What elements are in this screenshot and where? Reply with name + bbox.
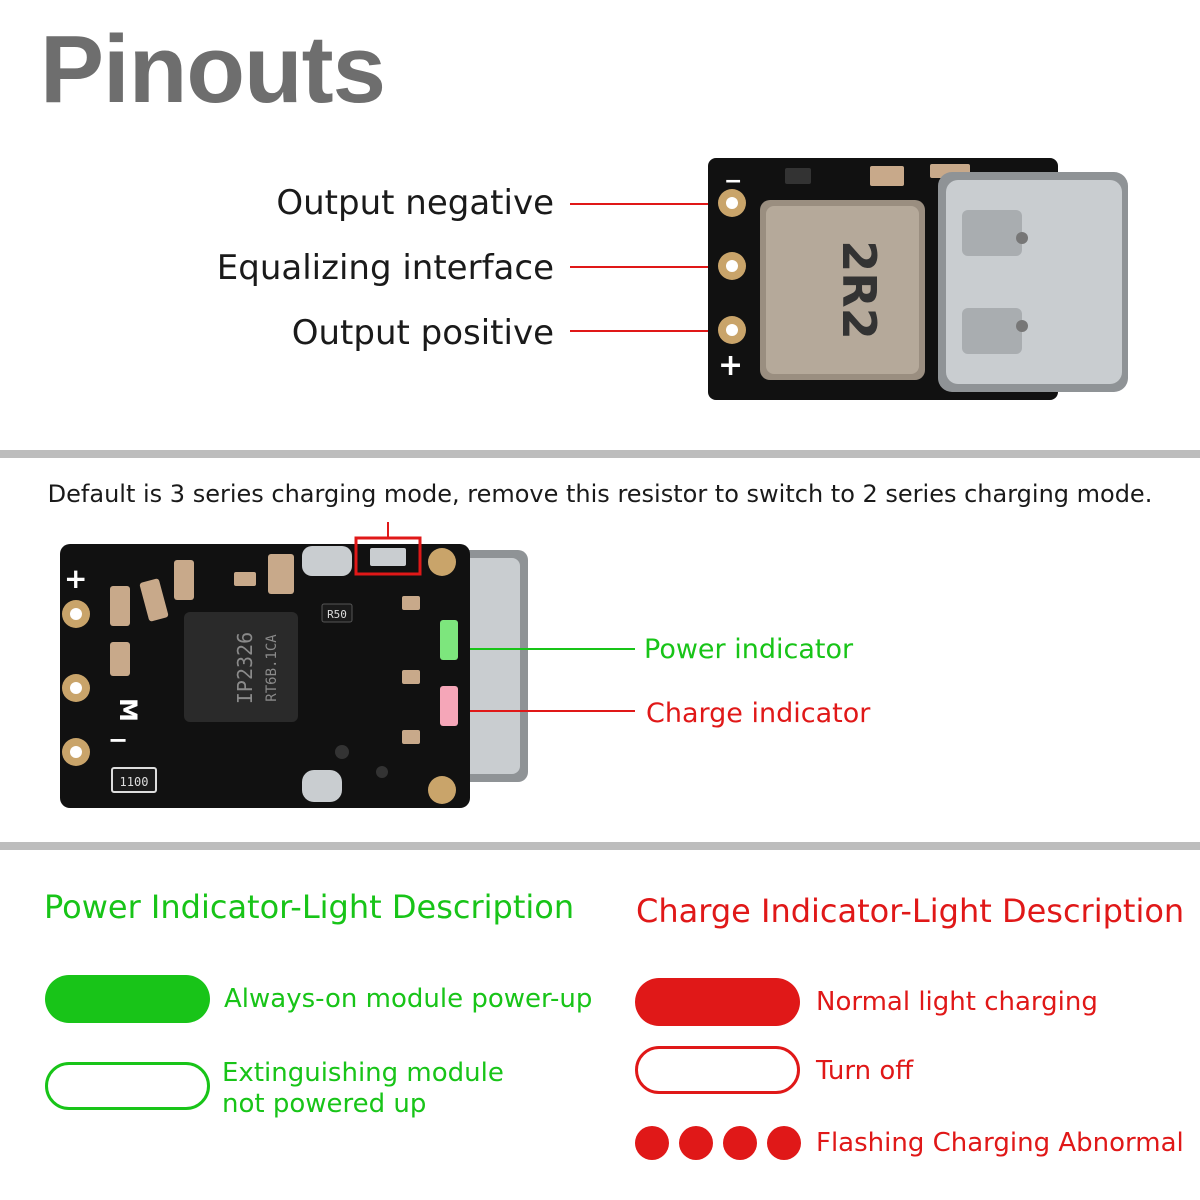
resistor-r50: R50 <box>327 608 347 621</box>
leader-line-output-negative <box>570 203 720 205</box>
chip-text-2: RT6B.1CA <box>264 634 280 702</box>
section-divider-2 <box>0 842 1200 850</box>
pin-label-output-positive: Output positive <box>291 313 554 353</box>
power-off-text-line2: not powered up <box>222 1089 427 1119</box>
power-always-on-text: Always-on module power-up <box>224 984 593 1014</box>
power-off-indicator <box>45 1062 210 1110</box>
charge-flashing-text: Flashing Charging Abnormal <box>816 1128 1184 1158</box>
pin-label-output-negative: Output negative <box>276 183 554 223</box>
power-always-on-indicator <box>45 975 210 1023</box>
charge-flashing-indicator <box>635 1126 805 1162</box>
charge-section-title: Charge Indicator-Light Description <box>636 892 1185 930</box>
leader-line-charge-indicator <box>470 710 635 712</box>
resistor-1100: 1100 <box>120 775 149 789</box>
page-title: Pinouts <box>40 16 386 123</box>
flash-dot <box>635 1126 669 1160</box>
charge-normal-text: Normal light charging <box>816 987 1098 1017</box>
power-off-text-line1: Extinguishing module <box>222 1058 504 1088</box>
pad-plus-label: + <box>718 348 743 383</box>
silk-minus: − <box>108 726 128 754</box>
section-divider-1 <box>0 450 1200 458</box>
charge-indicator-label: Charge indicator <box>646 698 871 729</box>
pad-minus-label: − <box>724 169 742 194</box>
flash-dot <box>767 1126 801 1160</box>
pin-label-equalizing-interface: Equalizing interface <box>216 248 554 288</box>
flash-dot <box>679 1126 713 1160</box>
leader-line-power-indicator <box>470 648 635 650</box>
charge-normal-indicator <box>635 978 800 1026</box>
power-led <box>440 620 458 660</box>
charge-off-indicator <box>635 1046 800 1094</box>
power-off-text: Extinguishing module not powered up <box>222 1058 504 1120</box>
top-board-image: − + 2R2 <box>708 158 1128 400</box>
chip-text-1: IP2326 <box>233 632 257 704</box>
silk-m: M <box>114 698 142 722</box>
leader-line-equalizing <box>570 266 720 268</box>
power-indicator-label: Power indicator <box>644 634 854 665</box>
charge-off-text: Turn off <box>816 1056 914 1086</box>
silk-plus: + <box>64 562 87 595</box>
inductor-marking: 2R2 <box>832 240 886 339</box>
ic-chip <box>184 612 298 722</box>
power-section-title: Power Indicator-Light Description <box>44 888 575 926</box>
leader-line-output-positive <box>570 330 720 332</box>
flash-dot <box>723 1126 757 1160</box>
mode-note: Default is 3 series charging mode, remov… <box>47 480 1153 508</box>
charge-led <box>440 686 458 726</box>
bottom-board-image: + M − IP2326 RT6B.1CA R50 1100 <box>60 522 528 808</box>
